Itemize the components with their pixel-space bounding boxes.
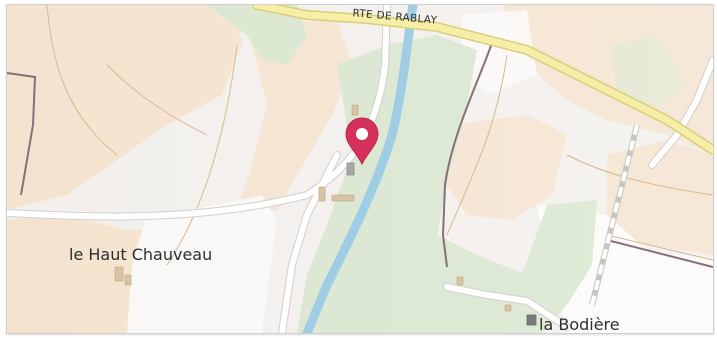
place-label-la-bodiere: la Bodière: [539, 315, 620, 333]
map-canvas[interactable]: RTE DE RABLAY le Haut Chauveau la Bodièr…: [7, 5, 713, 333]
major-road: [252, 5, 713, 155]
buildings: [114, 104, 537, 326]
map-pin-icon[interactable]: [345, 117, 379, 166]
field-boundaries: [46, 5, 713, 266]
map-view[interactable]: RTE DE RABLAY le Haut Chauveau la Bodièr…: [6, 4, 714, 334]
place-label-le-haut-chauveau: le Haut Chauveau: [69, 245, 212, 264]
river: [302, 5, 418, 333]
boundary-lines: [7, 42, 713, 268]
track: [589, 124, 640, 306]
relief-shading: [7, 5, 713, 333]
local-roads: [7, 5, 713, 333]
